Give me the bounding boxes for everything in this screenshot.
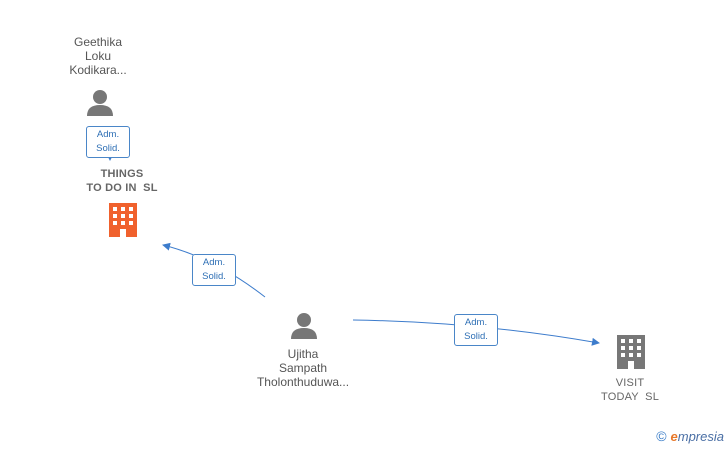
relation-badge[interactable]: Adm. Solid. — [192, 254, 236, 286]
name-line: THINGS — [100, 168, 144, 180]
name-line: VISIT — [615, 377, 645, 389]
name-line: Sampath — [278, 361, 328, 375]
person-icon[interactable] — [291, 313, 317, 339]
empresia-logo: ©empresia — [656, 428, 724, 444]
name-line: Tholonthuduwa... — [256, 375, 350, 389]
badge-line: Solid. — [96, 143, 120, 154]
brand-rest: mpresia — [677, 429, 724, 444]
relation-badge[interactable]: Adm. Solid. — [454, 314, 498, 346]
name-line: Kodikara... — [69, 63, 127, 77]
badge-line: Adm. — [202, 257, 226, 268]
person-icon[interactable] — [87, 90, 113, 116]
building-icon[interactable] — [109, 203, 137, 237]
company-name-things[interactable]: THINGS TO DO IN SL — [66, 167, 178, 195]
badge-line: Adm. — [464, 317, 488, 328]
relation-badge[interactable]: Adm. Solid. — [86, 126, 130, 158]
name-line: Ujitha — [287, 347, 319, 361]
badge-line: Adm. — [96, 129, 120, 140]
person-name-ujitha[interactable]: Ujitha Sampath Tholonthuduwa... — [240, 347, 366, 389]
company-name-visit[interactable]: VISIT TODAY SL — [580, 376, 680, 404]
brand-initial: e — [670, 429, 678, 444]
name-line: TODAY SL — [600, 391, 660, 403]
building-icon[interactable] — [617, 335, 645, 369]
name-line: TO DO IN SL — [86, 182, 158, 194]
badge-line: Solid. — [202, 271, 226, 282]
name-line: Geethika — [73, 35, 123, 49]
person-name-geethika[interactable]: Geethika Loku Kodikara... — [48, 35, 148, 77]
badge-line: Solid. — [464, 331, 488, 342]
copyright-icon: © — [656, 428, 667, 444]
name-line: Loku — [84, 49, 112, 63]
